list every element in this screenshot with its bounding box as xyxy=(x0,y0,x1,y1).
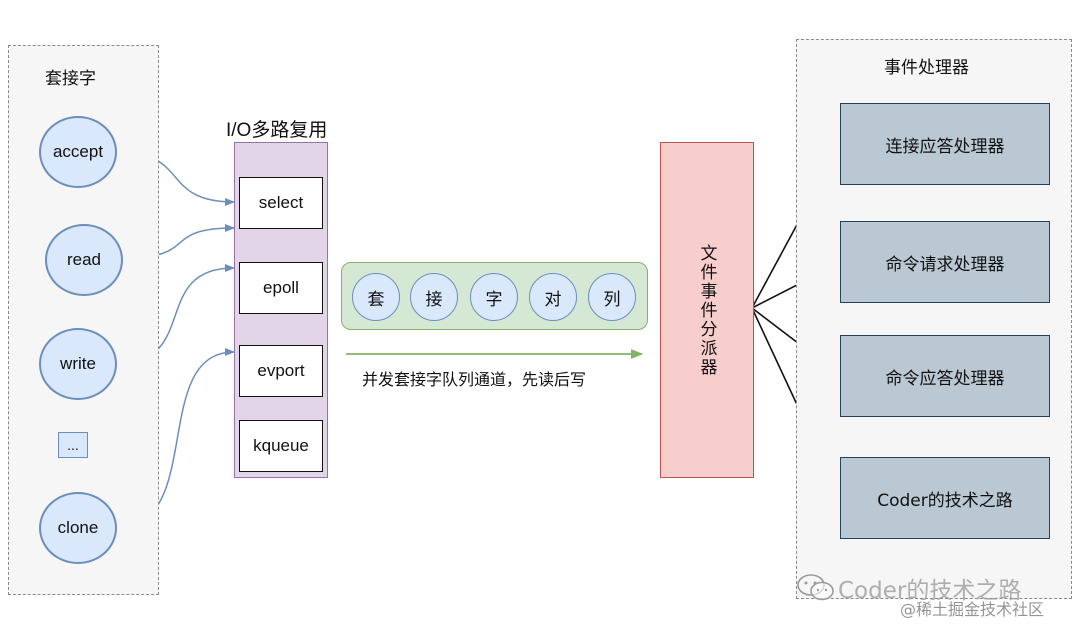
watermark-source: @稀土掘金技术社区 xyxy=(900,600,1045,619)
socket-clone: clone xyxy=(39,492,117,564)
mux-select: select xyxy=(239,177,323,229)
multiplexing-title: I/O多路复用 xyxy=(226,120,328,141)
socket-write: write xyxy=(39,328,117,400)
file-event-dispatcher: 文件事件分派器 xyxy=(660,142,754,478)
handler-connect-reply: 连接应答处理器 xyxy=(840,103,1050,185)
handler-command-reply: 命令应答处理器 xyxy=(840,335,1050,417)
queue-item: 列 xyxy=(588,273,636,321)
queue-item: 套 xyxy=(352,273,400,321)
queue-item: 接 xyxy=(410,273,458,321)
socket-read: read xyxy=(45,224,123,296)
queue-item: 对 xyxy=(529,273,577,321)
handler-coder: Coder的技术之路 xyxy=(840,457,1050,539)
queue-caption: 并发套接字队列通道，先读后写 xyxy=(362,370,587,389)
mux-evport: evport xyxy=(239,345,323,397)
sockets-title: 套接字 xyxy=(45,69,96,89)
handlers-title: 事件处理器 xyxy=(884,58,969,78)
handler-command-request: 命令请求处理器 xyxy=(840,221,1050,303)
dispatcher-label: 文件事件分派器 xyxy=(696,243,717,377)
wechat-icon xyxy=(796,572,836,604)
queue-item: 字 xyxy=(470,273,518,321)
socket-accept: accept xyxy=(39,116,117,188)
watermark-title: Coder的技术之路 xyxy=(838,578,1022,604)
mux-epoll: epoll xyxy=(239,262,323,314)
socket-ellipsis: ... xyxy=(58,432,88,458)
mux-kqueue: kqueue xyxy=(239,420,323,472)
